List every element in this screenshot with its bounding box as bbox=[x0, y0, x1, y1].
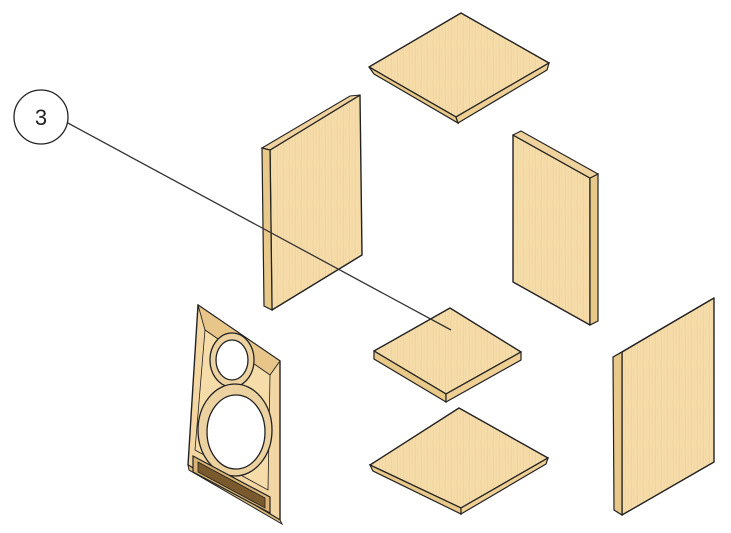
left-side-panel bbox=[260, 94, 363, 311]
port-slot bbox=[192, 455, 271, 514]
middle-shelf bbox=[373, 307, 522, 404]
callout-3: 3 bbox=[13, 89, 69, 145]
callout-circle bbox=[13, 89, 69, 145]
bottom-panel bbox=[368, 407, 550, 516]
back-panel bbox=[612, 297, 715, 517]
callout-number: 3 bbox=[35, 105, 47, 130]
callout-leader-line bbox=[65, 121, 452, 331]
right-side-panel bbox=[511, 130, 600, 326]
front-baffle bbox=[187, 303, 284, 526]
woofer-cutout bbox=[197, 383, 273, 477]
tweeter-cutout bbox=[209, 332, 255, 388]
top-panel bbox=[368, 12, 550, 125]
